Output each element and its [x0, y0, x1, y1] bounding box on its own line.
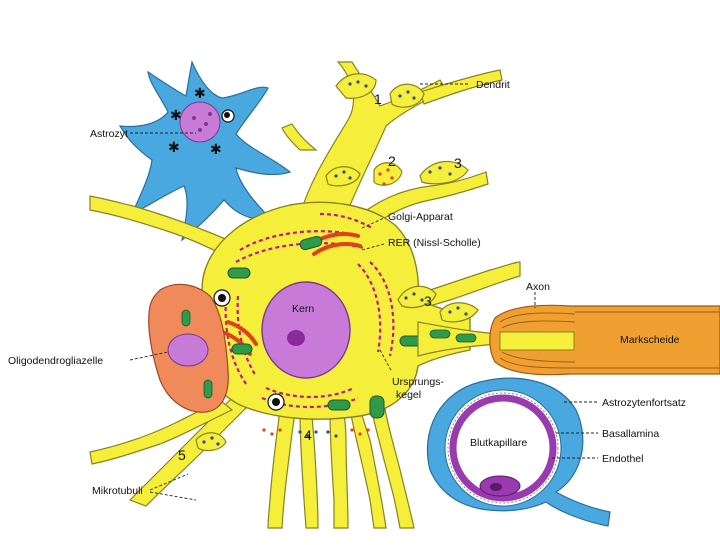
label-mikrotubuli: Mikrotubuli [92, 485, 143, 497]
label-blutkapillare: Blutkapillare [470, 437, 527, 449]
synapse-number-5: 5 [178, 447, 186, 463]
label-ursprungskegel-1: Ursprungs- [392, 376, 444, 388]
label-astrozytenfortsatz: Astrozytenfortsatz [602, 397, 686, 409]
asterisk-mark: ✱ [194, 85, 206, 101]
asterisk-mark: ✱ [170, 107, 182, 123]
synaptic-vesicles [202, 80, 468, 446]
capillary [426, 377, 611, 527]
label-kern: Kern [292, 303, 314, 315]
synapse-number-1: 1 [374, 91, 382, 107]
axon [417, 304, 720, 376]
label-golgi: Golgi-Apparat [388, 211, 453, 223]
soma [161, 201, 471, 420]
leader-lines [129, 83, 598, 501]
label-oligodendrogliazelle: Oligodendrogliazelle [8, 355, 103, 367]
myelin-sheath [489, 304, 720, 376]
synapse-number-2: 2 [388, 153, 396, 169]
asterisk-mark: ✱ [210, 141, 222, 157]
oligodendrocyte [148, 283, 229, 413]
asterisk-mark: ✱ [168, 139, 180, 155]
label-endothel: Endothel [602, 453, 643, 465]
label-axon: Axon [526, 281, 550, 293]
astrocyte: ✱ ✱ ✱ ✱ [118, 60, 292, 242]
label-markscheide: Markscheide [620, 334, 680, 346]
synapse-number-3a: 3 [454, 155, 462, 171]
synapse-number-4: 4 [304, 427, 312, 443]
synapses [195, 73, 479, 452]
synapse-number-3b: 3 [424, 293, 432, 309]
label-ursprungskegel-2: kegel [396, 389, 421, 401]
label-basallamina: Basallamina [602, 428, 659, 440]
label-rer: RER (Nissl-Scholle) [388, 237, 481, 249]
basal-lamina [447, 392, 559, 504]
label-dendrit: Dendrit [476, 79, 510, 91]
label-astrozyt: Astrozyt [90, 128, 128, 140]
endothelium [449, 394, 557, 502]
